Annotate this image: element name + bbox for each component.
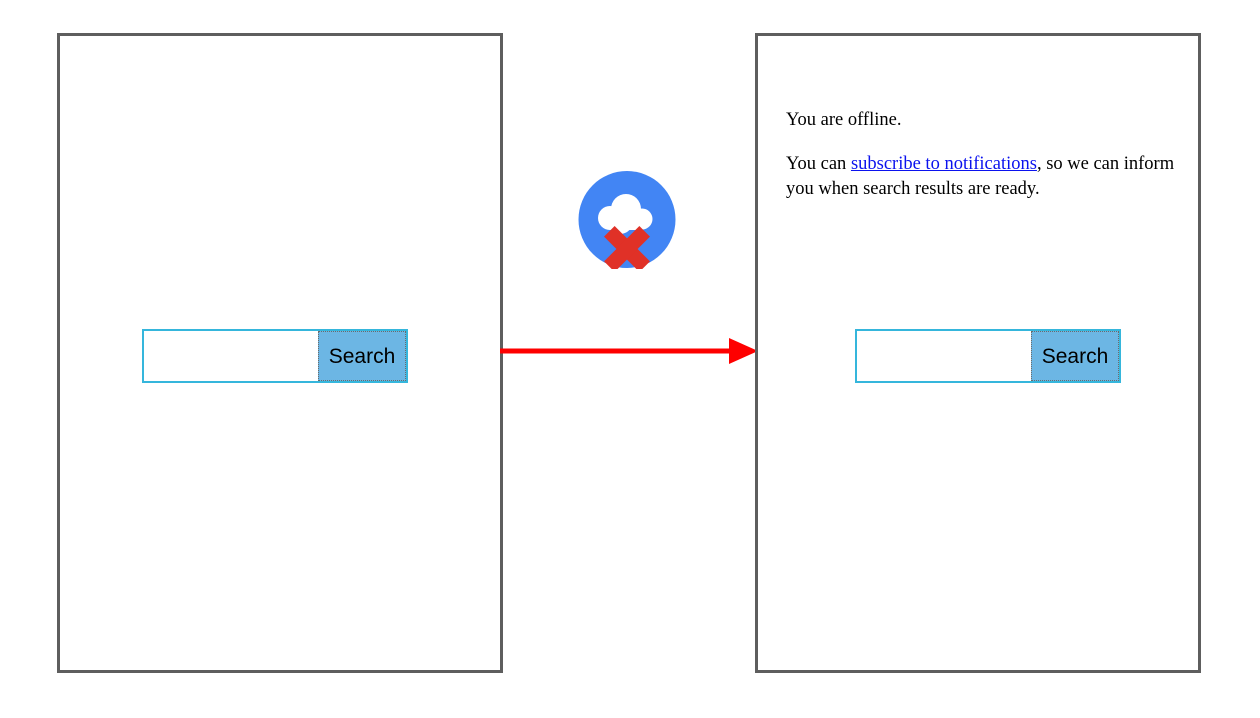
offline-messages: You are offline. You can subscribe to no… [786, 108, 1186, 202]
search-screen-offline: You are offline. You can subscribe to no… [755, 33, 1201, 673]
search-input[interactable] [857, 331, 1031, 381]
offline-info-suffix: , so we can inform you when search resul… [786, 154, 1175, 199]
search-input[interactable] [144, 331, 318, 381]
search-bar[interactable]: Search [142, 329, 408, 383]
search-button[interactable]: Search [318, 331, 406, 381]
offline-info-prefix: You can [786, 154, 851, 174]
offline-info-text: You can subscribe to notifications, so w… [786, 152, 1186, 202]
offline-status-text: You are offline. [786, 110, 902, 130]
offline-cloud-icon [578, 171, 676, 269]
search-button[interactable]: Search [1031, 331, 1119, 381]
search-bar[interactable]: Search [855, 329, 1121, 383]
transition-arrow [500, 336, 758, 366]
search-screen-online: Search [57, 33, 503, 673]
subscribe-to-notifications-link[interactable]: subscribe to notifications [850, 154, 1037, 174]
